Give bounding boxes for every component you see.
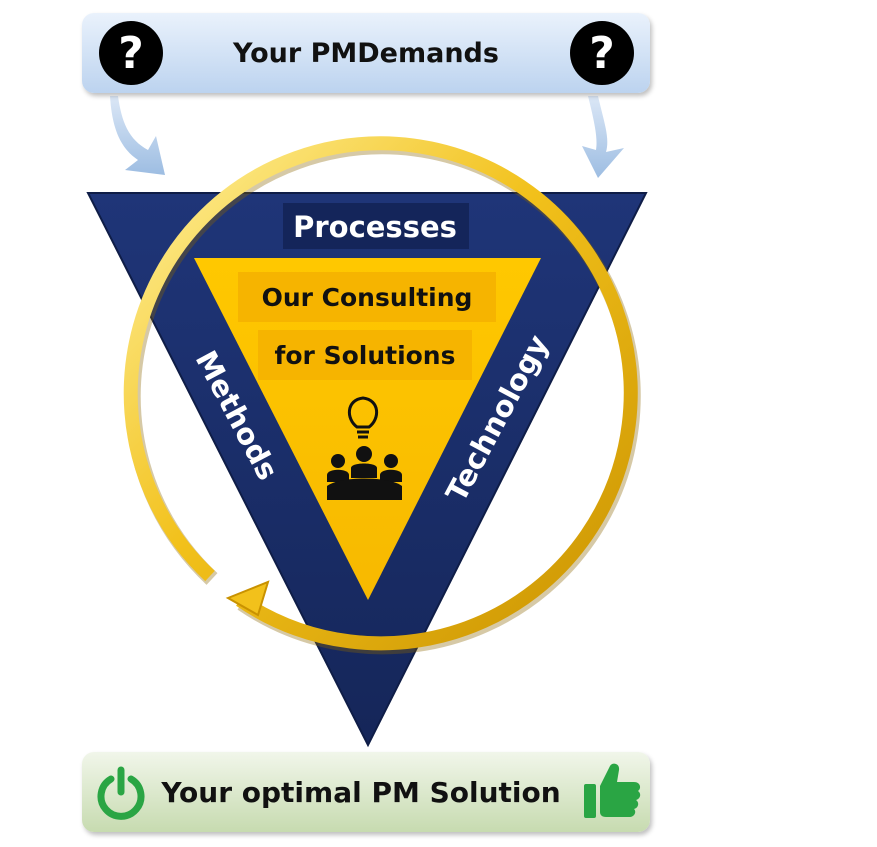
center-line1: Our Consulting: [262, 283, 473, 312]
processes-label: Processes: [293, 210, 457, 244]
right-curved-arrow: [582, 96, 624, 178]
thumbs-up-icon: [584, 763, 641, 818]
power-icon: [97, 766, 145, 820]
center-line1-box: [238, 272, 496, 322]
demands-title: Your PMDemands: [233, 37, 499, 69]
solution-title: Your optimal PM Solution: [161, 775, 561, 809]
question-icon: ?: [99, 21, 163, 85]
ring-arrowhead: [225, 580, 270, 617]
center-line2-box: [258, 330, 472, 380]
question-icon: ?: [570, 21, 634, 85]
lightbulb-icon: [348, 396, 378, 439]
center-line2: for Solutions: [274, 341, 455, 370]
svg-text:?: ?: [118, 28, 144, 79]
left-curved-arrow: [110, 96, 165, 175]
svg-text:?: ?: [589, 28, 615, 79]
demands-banner: ? Your PMDemands ?: [82, 13, 650, 93]
team-meeting-icon: [327, 446, 402, 500]
cycle-ring: [123, 136, 641, 655]
processes-box: [283, 203, 469, 249]
solution-banner: Your optimal PM Solution: [82, 752, 650, 832]
